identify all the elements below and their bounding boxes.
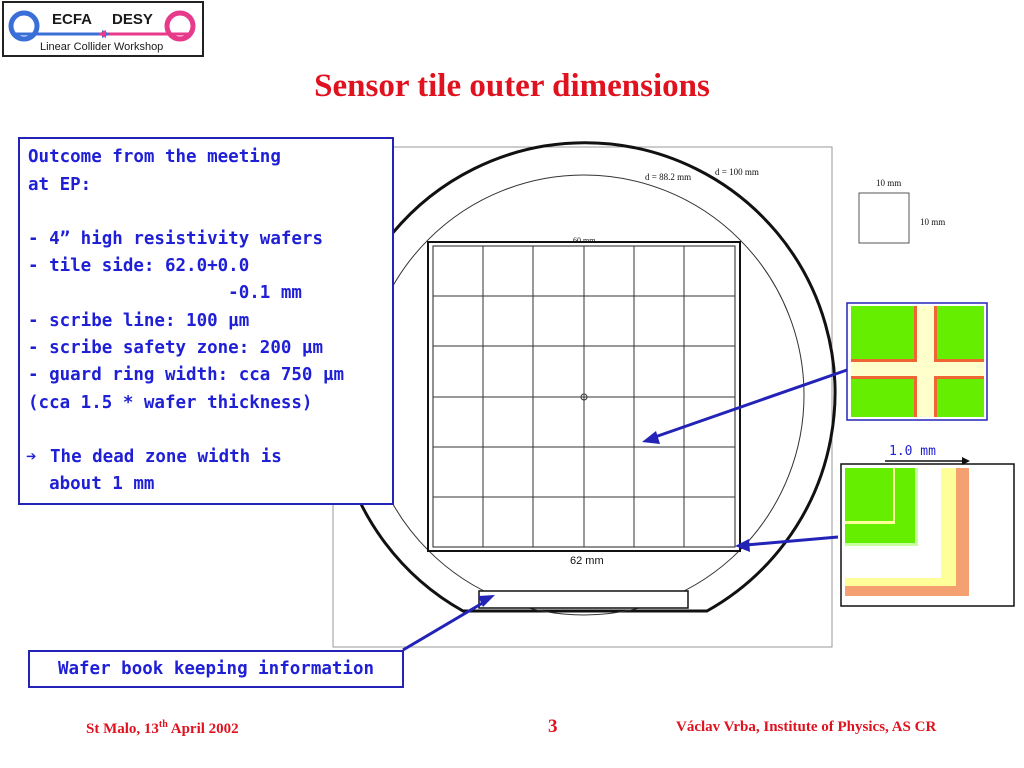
logo-graphic	[8, 10, 196, 42]
pad-grid	[433, 246, 735, 547]
book-keeping-label: Wafer book keeping information	[28, 650, 404, 688]
pad-width-label: 10 mm	[876, 178, 901, 188]
footer-date-tail: April 2002	[167, 721, 239, 737]
pad-height-label: 10 mm	[920, 217, 945, 227]
ecfa-desy-logo: ECFA DESY Linear Collider Workshop	[2, 1, 204, 57]
book-keeping-area	[478, 590, 689, 609]
arrow-to-edge-head	[735, 539, 750, 552]
info-line-4: - 4” high resistivity wafers	[28, 229, 324, 249]
zoom-dimension-label: 1.0 mm	[889, 444, 936, 459]
meeting-outcome-box: Outcome from the meeting at EP: - 4” hig…	[18, 137, 394, 505]
center-mark	[580, 393, 588, 401]
arrow-to-cross	[651, 368, 848, 440]
zoom-cross-detail	[846, 302, 988, 421]
label-62mm: 62 mm	[570, 555, 604, 567]
info-line-8: - scribe safety zone: 200 µm	[28, 338, 324, 358]
arrow-to-cross-head	[642, 431, 660, 444]
page-number: 3	[548, 716, 558, 737]
arrow-to-book	[402, 599, 487, 652]
info-line-2: at EP:	[28, 175, 92, 195]
zoom-edge-detail	[840, 463, 1015, 607]
slide-title: Sensor tile outer dimensions	[314, 68, 710, 104]
info-line-7: - scribe line: 100 µm	[28, 311, 250, 331]
label-60mm: 60 mm	[573, 236, 596, 245]
pointer-arrows	[402, 368, 848, 652]
label-d100: d = 100 mm	[715, 167, 759, 177]
arrow-to-edge	[745, 535, 839, 547]
footer-author: Václav Vrba, Institute of Physics, AS CR	[676, 719, 937, 735]
info-line-1: Outcome from the meeting	[28, 147, 281, 167]
footer-date-sup: th	[158, 719, 168, 730]
info-line-9: - guard ring width: cca 750 µm	[28, 365, 345, 385]
pad-reference	[858, 192, 910, 244]
logo-ecfa-text: ECFA	[52, 11, 93, 28]
info-line-5: - tile side: 62.0+0.0	[28, 256, 250, 276]
footer-location-date: St Malo, 13th April 2002	[86, 719, 239, 738]
arrow-to-book-head	[478, 595, 495, 607]
dimension-arrowhead	[962, 457, 970, 465]
logo-subtitle: Linear Collider Workshop	[40, 41, 164, 53]
label-d882: d = 88.2 mm	[645, 172, 691, 182]
info-line-6: -0.1 mm	[28, 283, 302, 303]
info-line-12: The dead zone width is	[50, 447, 282, 467]
info-line-10: (cca 1.5 * wafer thickness)	[28, 393, 313, 413]
info-line-13: about 1 mm	[28, 474, 155, 494]
logo-desy-text: DESY	[112, 11, 153, 28]
arrow-icon: ➔	[26, 447, 37, 467]
footer-date-main: St Malo, 13	[86, 721, 159, 737]
